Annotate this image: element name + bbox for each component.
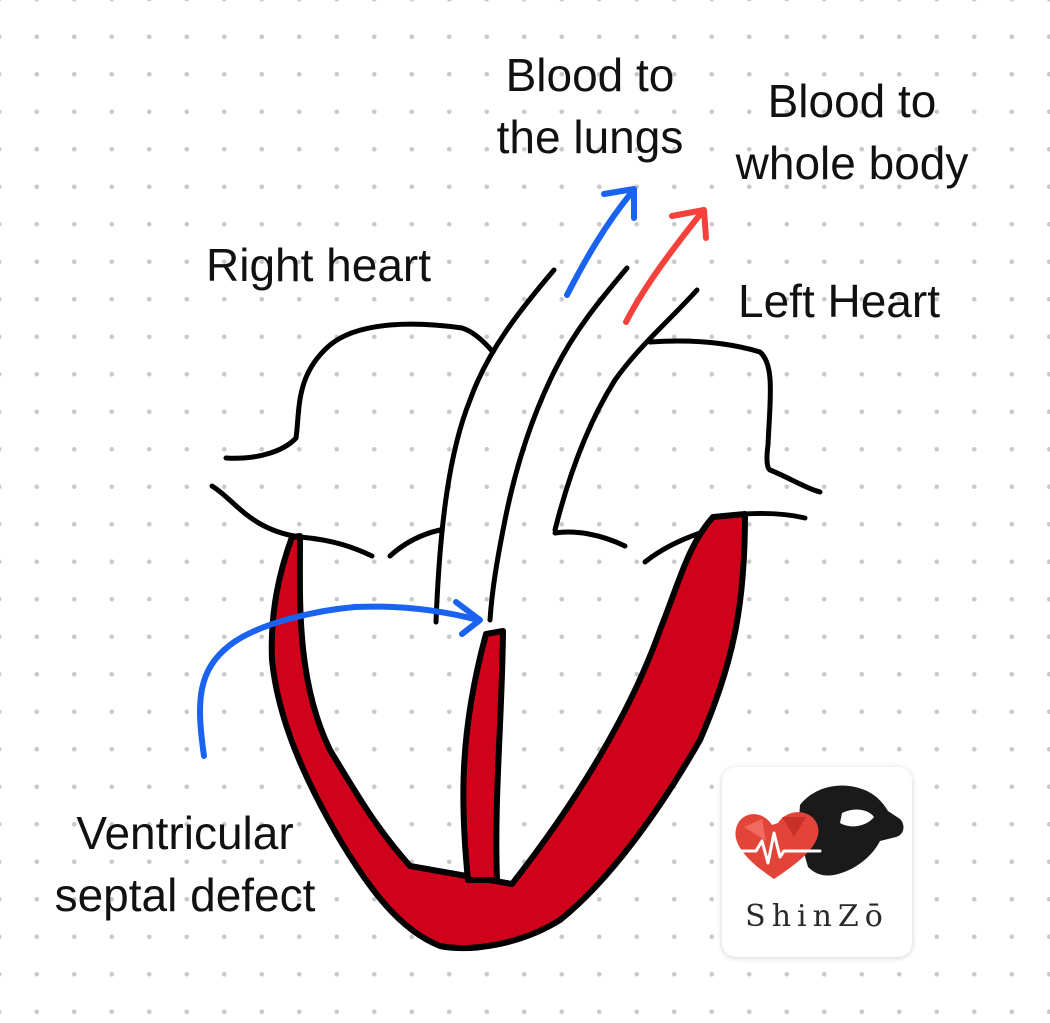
logo-text: ShinZō — [722, 899, 912, 934]
left-atrium-outline — [650, 341, 820, 492]
shinzo-logo: ShinZō — [722, 767, 912, 957]
vsd-line-1: Ventricular — [30, 802, 340, 864]
left-heart-label: Left Heart — [738, 270, 940, 332]
right-heart-label: Right heart — [206, 234, 431, 296]
blood-to-body-label: Blood to whole body — [712, 70, 992, 194]
blood-to-body-line-2: whole body — [712, 132, 992, 194]
vsd-label: Ventricular septal defect — [30, 802, 340, 926]
lungs-flow-arrow — [567, 189, 634, 295]
right-atrium-outline — [226, 324, 493, 458]
left-atrium-lower — [713, 513, 805, 518]
aorta-root — [555, 532, 625, 546]
blood-to-lungs-line-1: Blood to — [470, 44, 710, 106]
body-flow-arrow — [626, 210, 706, 322]
ventricle-wall — [272, 514, 745, 948]
vsd-line-2: septal defect — [30, 864, 340, 926]
vsd-flow-arrow — [200, 602, 480, 756]
aorta-left — [555, 290, 697, 530]
septum — [463, 631, 503, 880]
blood-to-body-line-1: Blood to — [712, 70, 992, 132]
blood-to-lungs-line-2: the lungs — [470, 106, 710, 168]
blood-to-lungs-label: Blood to the lungs — [470, 44, 710, 168]
tricuspid-leaflet — [390, 530, 440, 556]
